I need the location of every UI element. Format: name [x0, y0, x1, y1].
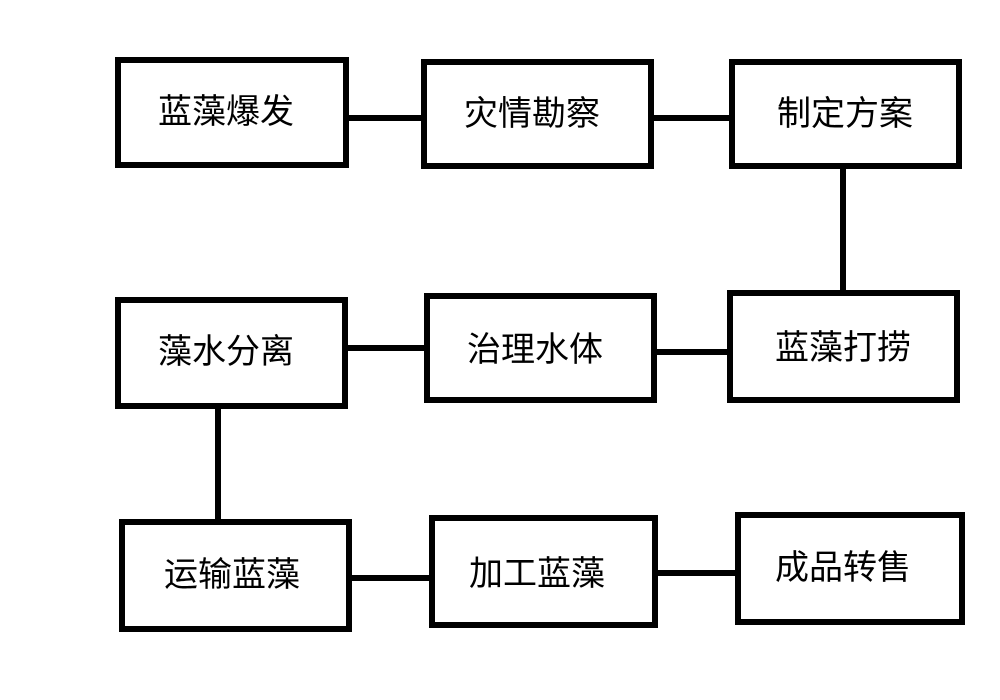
node-box	[735, 512, 965, 625]
node-n6: 蓝藻打捞	[727, 290, 960, 403]
node-n5: 治理水体	[424, 293, 657, 403]
node-label: 运输蓝藻	[164, 555, 300, 595]
node-n8: 加工蓝藻	[429, 515, 658, 628]
node-box	[115, 297, 348, 409]
node-box	[421, 59, 654, 169]
node-box	[729, 59, 962, 169]
node-n3: 制定方案	[729, 59, 962, 169]
node-n1: 蓝藻爆发	[115, 57, 349, 168]
node-n9: 成品转售	[735, 512, 965, 625]
node-box	[115, 57, 349, 168]
node-label: 灾情勘察	[464, 94, 600, 134]
node-label: 加工蓝藻	[469, 554, 605, 594]
node-n2: 灾情勘察	[421, 59, 654, 169]
node-box	[424, 293, 657, 403]
node-label: 治理水体	[467, 330, 603, 370]
node-label: 制定方案	[777, 94, 913, 134]
node-label: 蓝藻打捞	[775, 328, 911, 368]
edges	[215, 115, 846, 581]
node-box	[727, 290, 960, 403]
node-n7: 运输蓝藻	[119, 519, 352, 632]
node-box	[119, 519, 352, 632]
node-label: 成品转售	[775, 548, 911, 588]
node-label: 蓝藻爆发	[158, 92, 294, 132]
node-box	[429, 515, 658, 628]
node-label: 藻水分离	[158, 332, 294, 372]
node-n4: 藻水分离	[115, 297, 348, 409]
